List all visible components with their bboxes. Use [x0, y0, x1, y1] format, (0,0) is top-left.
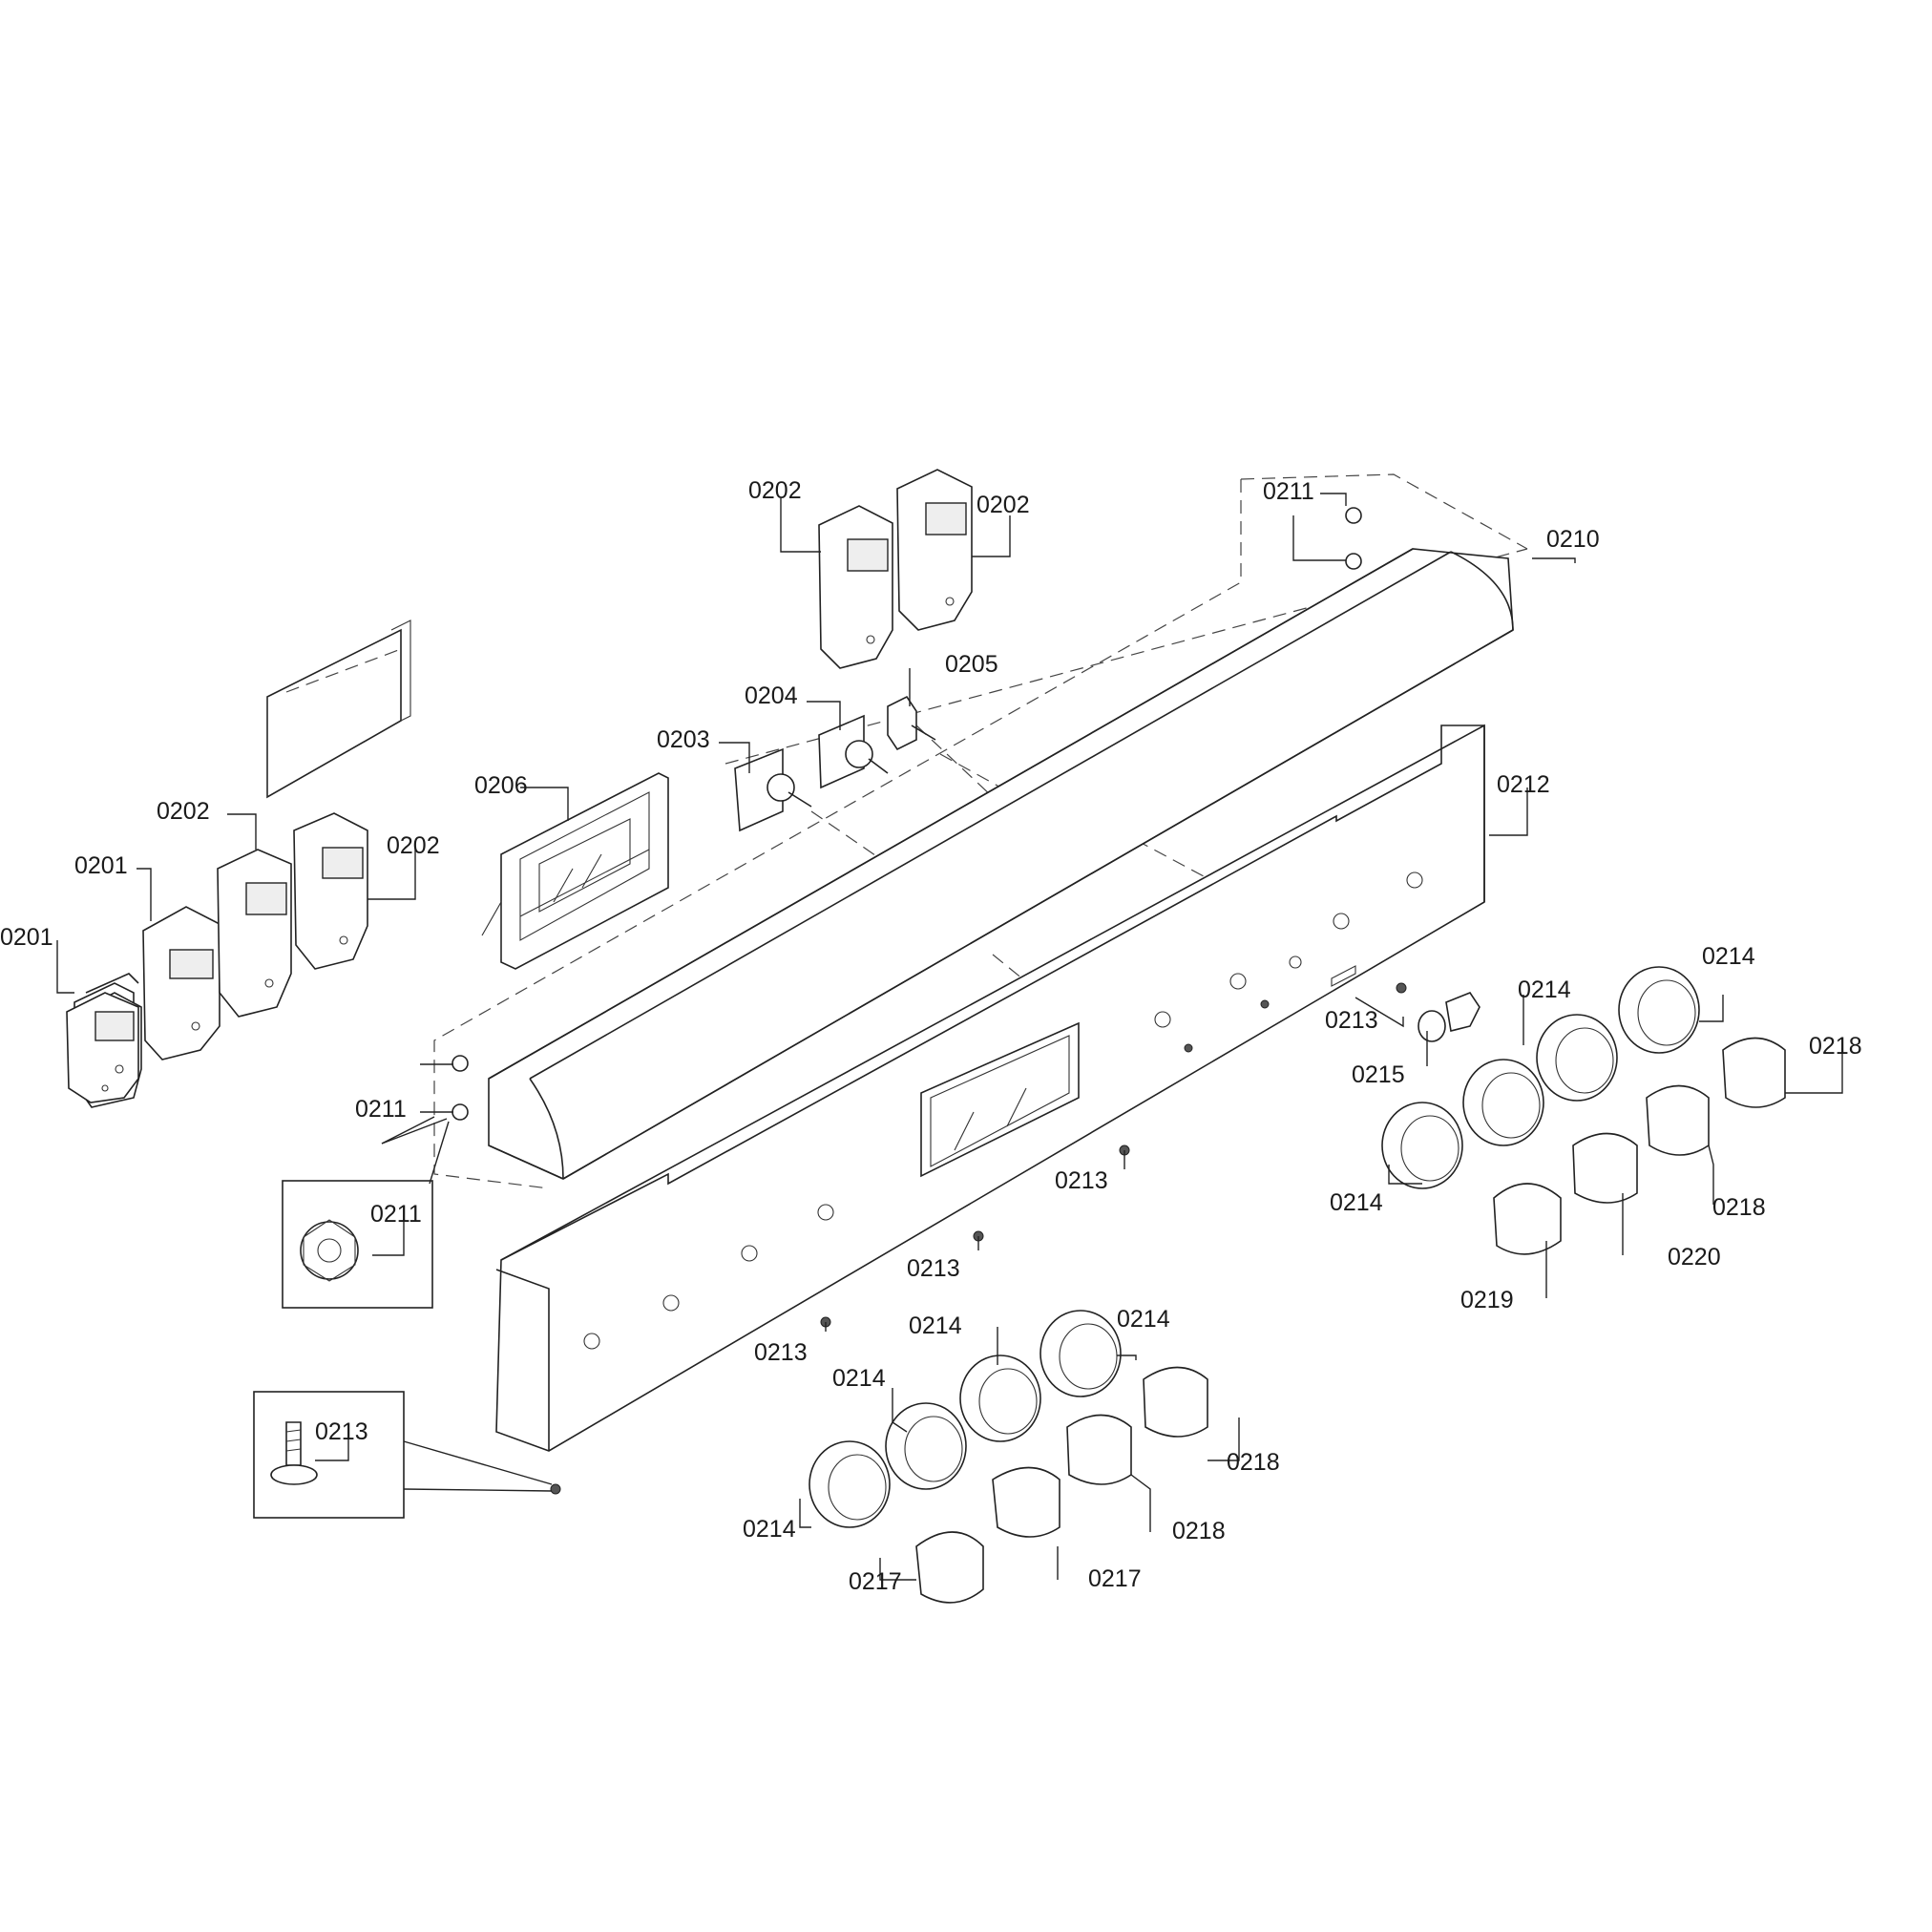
- label-0213-mid: 0213: [907, 1255, 960, 1282]
- label-0206: 0206: [474, 772, 528, 799]
- control-module-0201-a-full: [66, 992, 139, 1103]
- control-panel-rail-0210: [488, 548, 1514, 1180]
- label-0214-right-b: 0214: [1702, 943, 1755, 970]
- label-0213-detail: 0213: [315, 1418, 368, 1445]
- label-0202-left-d: 0202: [387, 832, 440, 859]
- nut-0211-markers: [452, 507, 1362, 1121]
- label-0214-left-c: 0214: [832, 1365, 886, 1392]
- screw-detail-box: [253, 1391, 553, 1519]
- label-0218-right-a: 0218: [1809, 1033, 1862, 1060]
- label-0213-left: 0213: [754, 1339, 808, 1366]
- label-0211-top: 0211: [1263, 478, 1314, 505]
- label-0214-left-d: 0214: [743, 1516, 796, 1543]
- label-0202-top-left: 0202: [748, 477, 802, 504]
- rotary-switch-0204: [818, 714, 889, 789]
- label-0218-left-b: 0218: [1172, 1518, 1226, 1544]
- label-0202-top-right: 0202: [976, 492, 1030, 518]
- rotary-switch-0203: [734, 747, 812, 832]
- label-0215: 0215: [1352, 1061, 1405, 1088]
- knob-rings-left: [808, 1310, 1122, 1528]
- control-module-0202-c: [217, 849, 292, 1018]
- toggle-switch-0205: [887, 695, 936, 751]
- display-module-0206: [481, 772, 669, 970]
- label-0211-detail: 0211: [370, 1201, 422, 1228]
- knob-rings-right: [1381, 966, 1700, 1189]
- label-0214-right-a: 0214: [1518, 976, 1571, 1003]
- label-0218-right-b: 0218: [1712, 1194, 1766, 1221]
- control-module-0201-b: [142, 906, 220, 1060]
- label-0214-right-c: 0214: [1330, 1189, 1383, 1216]
- label-0217-a: 0217: [849, 1568, 902, 1595]
- label-0211-left: 0211: [355, 1096, 407, 1123]
- knobs-right: [1493, 1037, 1786, 1255]
- label-0205: 0205: [945, 651, 998, 678]
- leader-lines: [56, 493, 1843, 1581]
- label-0203: 0203: [657, 726, 710, 753]
- label-0202-left-c: 0202: [157, 798, 210, 825]
- label-0201-b: 0201: [74, 852, 128, 879]
- label-0210: 0210: [1546, 526, 1600, 553]
- part-labels: 0202 0202 0211 0210 0205 0204 0203 0206 …: [0, 477, 1862, 1595]
- control-module-0202-top-right: [896, 469, 973, 631]
- mounting-bracket: [266, 620, 411, 799]
- label-0217-b: 0217: [1088, 1565, 1142, 1592]
- label-0219: 0219: [1460, 1287, 1514, 1313]
- label-0212: 0212: [1497, 771, 1550, 798]
- label-0220: 0220: [1668, 1244, 1721, 1270]
- front-panel-0212: [495, 724, 1485, 1452]
- label-0214-left-b: 0214: [1117, 1306, 1170, 1333]
- control-module-0202-d: [293, 812, 368, 970]
- label-0204: 0204: [745, 682, 798, 709]
- label-0213-right: 0213: [1325, 1007, 1378, 1034]
- label-0218-left-a: 0218: [1227, 1449, 1280, 1476]
- label-0201-a: 0201: [0, 924, 53, 951]
- light-switch-0215: [1418, 992, 1480, 1042]
- control-module-0202-top-left: [818, 505, 893, 669]
- label-0213-mid-right: 0213: [1055, 1167, 1108, 1194]
- label-0214-left-a: 0214: [909, 1312, 962, 1339]
- nut-detail-box: [282, 1116, 450, 1309]
